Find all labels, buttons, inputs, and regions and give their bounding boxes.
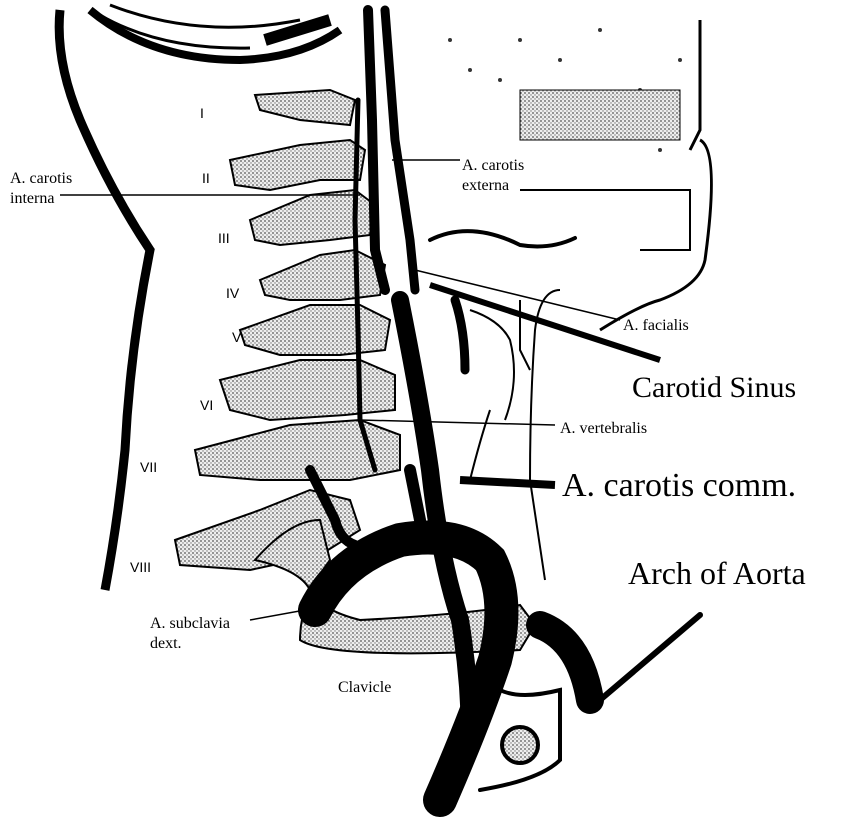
label-carotid-sinus: Carotid Sinus bbox=[632, 371, 796, 404]
numeral-vii: VII bbox=[140, 459, 157, 475]
label-carotis-externa-line1: A. carotis bbox=[462, 157, 524, 174]
label-facialis: A. facialis bbox=[623, 317, 689, 334]
label-carotis-externa-line2: externa bbox=[462, 177, 509, 194]
carotis-interna-vessel bbox=[368, 10, 385, 290]
label-clavicle: Clavicle bbox=[338, 679, 391, 696]
numeral-iv: IV bbox=[226, 285, 240, 301]
numeral-v: V bbox=[232, 329, 242, 345]
label-carotis-comm: A. carotis comm. bbox=[562, 467, 796, 504]
numeral-iii: III bbox=[218, 230, 230, 246]
label-arch-of-aorta: Arch of Aorta bbox=[628, 555, 806, 591]
label-vertebralis: A. vertebralis bbox=[560, 420, 647, 437]
carotis-communis-vessel bbox=[400, 300, 470, 740]
label-subclavia-line2: dext. bbox=[150, 635, 182, 652]
label-carotis-interna-line2: interna bbox=[10, 190, 54, 207]
numeral-vi: VI bbox=[200, 397, 213, 413]
label-subclavia-line1: A. subclavia bbox=[150, 615, 230, 632]
carotis-externa-vessel bbox=[385, 10, 415, 290]
vertebral-column bbox=[175, 90, 400, 570]
label-carotis-interna-line1: A. carotis bbox=[10, 170, 72, 187]
numeral-i: I bbox=[200, 105, 204, 121]
numeral-ii: II bbox=[202, 170, 210, 186]
vertebra-numerals: I II III IV V VI VII VIII bbox=[130, 105, 242, 575]
numeral-viii: VIII bbox=[130, 559, 151, 575]
